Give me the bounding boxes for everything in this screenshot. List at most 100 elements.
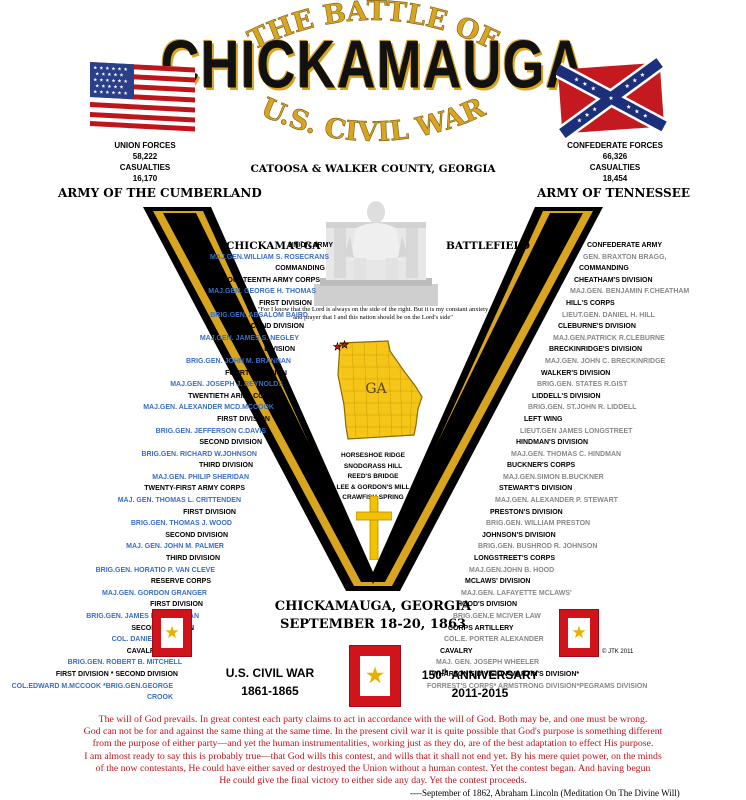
service-flag-right-icon: ★ bbox=[559, 609, 599, 657]
order-of-battle-entry: MAJ.GEN.PATRICK R.CLEBURNE bbox=[553, 334, 665, 342]
place-item: HORSESHOE RIDGE bbox=[341, 452, 405, 459]
order-of-battle-entry: MAJ.GEN.JOHN B. HOOD bbox=[469, 566, 555, 574]
order-of-battle-entry: BRIG.GEN.E MCIVER LAW bbox=[453, 613, 541, 620]
svg-text:★: ★ bbox=[626, 104, 632, 111]
order-of-battle-entry: BRIG.GEN. HORATIO P. VAN CLEVE bbox=[95, 566, 215, 574]
order-of-battle-entry: FORREST'S CORPS* ARMSTRONG DIVISION*PEGR… bbox=[427, 682, 648, 690]
union-order-of-battle: UNION ARMY MAJ.GEN.WILLIAM S. ROSECRANS CO… bbox=[0, 240, 333, 704]
order-of-battle-entry: COL. DANIEL MCCOOK bbox=[111, 636, 190, 644]
order-of-battle-entry: SECOND DIVISION bbox=[199, 439, 262, 447]
svg-text:★: ★ bbox=[608, 95, 614, 102]
order-of-battle-entry: COMMANDING bbox=[579, 265, 629, 273]
lincoln-quote-line: The will of God prevails. In great conte… bbox=[98, 714, 648, 725]
lincoln-quote-line: from the purpose of either party—and yet… bbox=[92, 738, 654, 750]
order-of-battle-entry: THIRD DIVISION bbox=[165, 555, 220, 563]
svg-text:★: ★ bbox=[577, 117, 583, 124]
svg-text:★: ★ bbox=[642, 113, 648, 120]
order-of-battle-entry: LIEUT.GEN JAMES LONGSTREET bbox=[520, 427, 633, 435]
us-flag-icon: ★ ★ ★ ★ ★ ★ ★ ★ ★ ★ ★ ★ ★ ★ ★ ★ ★ ★ ★ ★ … bbox=[90, 62, 195, 132]
union-army-name: ARMY OF THE CUMBERLAND bbox=[58, 186, 262, 200]
union-forces: UNION FORCES 58,222 CASUALTIES 16,170 bbox=[100, 140, 190, 184]
center-label-left: CHICKAMAUGA bbox=[226, 240, 321, 252]
order-of-battle-entry: LONGSTREET'S CORPS bbox=[474, 555, 556, 563]
svg-text:★: ★ bbox=[582, 81, 588, 88]
service-flag-left-icon: ★ bbox=[152, 609, 192, 657]
copyright: © JTK 2011 bbox=[602, 649, 634, 655]
order-of-battle-entry: GEN. BRAXTON BRAGG, bbox=[583, 253, 667, 261]
main-title: CHICKAMAUGA bbox=[160, 27, 586, 103]
order-of-battle-entry: MAJ.GEN. JOSEPH J. REYNOLDS bbox=[170, 381, 283, 389]
war-label: U.S. CIVIL WAR bbox=[225, 666, 315, 680]
order-of-battle-entry: BRIG.GEN. JAMES B. STEEDMAN bbox=[86, 613, 199, 620]
confederate-forces: CONFEDERATE FORCES 66,326 CASUALTIES 18,… bbox=[555, 140, 675, 184]
union-forces-label: UNION FORCES bbox=[114, 141, 176, 150]
anniversary-number: 150 bbox=[421, 668, 442, 682]
anniversary-years: 2011-2015 bbox=[451, 686, 509, 700]
order-of-battle-entry: FIRST DIVISION bbox=[150, 601, 203, 609]
order-of-battle-entry: HOOD'S DIVISION bbox=[457, 601, 518, 609]
anniversary-label: 150th ANNIVERSARY bbox=[410, 664, 550, 684]
union-forces-value: 58,222 bbox=[132, 152, 158, 161]
order-of-battle-entry: BRIG.GEN. RICHARD W.JOHNSON bbox=[141, 450, 257, 458]
order-of-battle-entry: FIRST DIVISION bbox=[217, 415, 270, 423]
lincoln-quote: The will of God prevails. In great conte… bbox=[8, 714, 738, 787]
order-of-battle-entry: BRECKINRIDGE'S DIVISION bbox=[549, 346, 643, 354]
order-of-battle-entry: MCLAWS' DIVISION bbox=[465, 578, 531, 586]
svg-text:★: ★ bbox=[632, 77, 638, 84]
order-of-battle-entry: MAJ. GEN. THOMAS L. CRITTENDEN bbox=[117, 497, 241, 505]
order-of-battle-entry: SECOND DIVISION bbox=[241, 323, 304, 331]
battle-location-star-icons: ★★ bbox=[333, 340, 350, 354]
union-casualties-label: CASUALTIES bbox=[119, 163, 171, 172]
svg-text:★: ★ bbox=[340, 340, 349, 351]
order-of-battle-entry: MAJ.GEN. GEORGE H. THOMAS bbox=[208, 288, 316, 296]
order-of-battle-entry: PRESTON'S DIVISION bbox=[490, 508, 563, 516]
svg-text:★: ★ bbox=[574, 76, 580, 83]
order-of-battle-entry: COL.EDWARD M.MCCOOK *BRIG.GEN.GEORGE CRO… bbox=[11, 682, 173, 702]
footer-place: CHICKAMAUGA, GEORGIA bbox=[274, 599, 472, 614]
svg-text:★ ★ ★ ★ ★: ★ ★ ★ ★ ★ bbox=[95, 71, 124, 79]
order-of-battle-entry: BRIG.GEN. ABSALOM BAIRD bbox=[210, 311, 308, 319]
order-of-battle-entry: HINDMAN'S DIVISION bbox=[516, 439, 589, 447]
order-of-battle-entry: CORPS ARTILLERY bbox=[448, 624, 514, 632]
order-of-battle-entry: FOURTEENTH ARMY CORPS bbox=[223, 276, 320, 284]
order-of-battle-entry: RESERVE CORPS bbox=[150, 578, 211, 586]
order-of-battle-entry: COL.E. PORTER ALEXANDER bbox=[444, 636, 544, 644]
order-of-battle-entry: BRIG.GEN. ROBERT B. MITCHELL bbox=[67, 659, 182, 667]
order-of-battle-entry: MAJ.GEN. GORDON GRANGER bbox=[101, 589, 207, 597]
footer-dates: SEPTEMBER 18-20, 1863 bbox=[279, 617, 467, 632]
order-of-battle-entry: SECOND DIVISION bbox=[165, 531, 228, 539]
svg-text:★: ★ bbox=[592, 106, 598, 113]
lincoln-quote-line: God can not be for and against the same … bbox=[83, 726, 663, 738]
location-subtitle: CATOOSA & WALKER COUNTY, GEORGIA bbox=[250, 163, 496, 175]
order-of-battle-entry: MAJ.GEN. LAFAYETTE MCLAWS' bbox=[461, 589, 572, 597]
union-casualties-value: 16,170 bbox=[132, 174, 158, 183]
order-of-battle-entry: HILL'S CORPS bbox=[566, 299, 615, 307]
order-of-battle-entry: MAJ.GEN.WILLIAM S. ROSECRANS bbox=[209, 253, 329, 261]
order-of-battle-entry: LIDDELL'S DIVISION bbox=[532, 392, 601, 400]
order-of-battle-entry: WHARTON'S DIVISION*MARTIN'S DIVISION* bbox=[432, 670, 580, 678]
place-item: REED'S BRIDGE bbox=[347, 473, 399, 480]
svg-text:★: ★ bbox=[640, 72, 646, 79]
order-of-battle-entry: TWENTIETH ARMY CORPS bbox=[188, 392, 278, 400]
order-of-battle-entry: BRIG.GEN. STATES R.GIST bbox=[537, 381, 628, 389]
lincoln-quote-line: I am almost ready to say this is probabl… bbox=[84, 750, 662, 762]
center-quote: "For I know that the Lord is always on t… bbox=[245, 306, 501, 322]
confederate-casualties-label: CASUALTIES bbox=[589, 163, 641, 172]
svg-text:★ ★ ★ ★ ★ ★: ★ ★ ★ ★ ★ ★ bbox=[93, 89, 128, 97]
order-of-battle-entry: MAJ. GEN. JOSEPH WHEELER bbox=[436, 659, 540, 667]
order-of-battle-entry: MAJ.GEN. BENJAMIN F.CHEATHAM bbox=[570, 288, 690, 296]
anniversary-word: ANNIVERSARY bbox=[451, 668, 539, 682]
svg-text:★ ★ ★ ★ ★ ★: ★ ★ ★ ★ ★ ★ bbox=[93, 65, 128, 73]
cross-icon bbox=[356, 496, 392, 560]
order-of-battle-entry: LEFT WING bbox=[524, 415, 563, 423]
svg-text:★: ★ bbox=[590, 85, 596, 92]
order-of-battle-entry: BRIG.GEN. ST.JOHN R. LIDDELL bbox=[528, 404, 637, 412]
order-of-battle-entry: COMMANDING bbox=[275, 265, 325, 273]
order-of-battle-entry: FIRST DIVISION bbox=[259, 299, 312, 307]
order-of-battle-entry: UNION ARMY bbox=[288, 242, 333, 249]
svg-text:★ ★ ★ ★ ★: ★ ★ ★ ★ ★ bbox=[95, 83, 124, 91]
order-of-battle-entry: MAJ. GEN. JOHN M. PALMER bbox=[126, 543, 224, 551]
order-of-battle-entry: STEWART'S DIVISION bbox=[499, 485, 573, 493]
order-of-battle-entry: THIRD DIVISION bbox=[198, 462, 253, 470]
